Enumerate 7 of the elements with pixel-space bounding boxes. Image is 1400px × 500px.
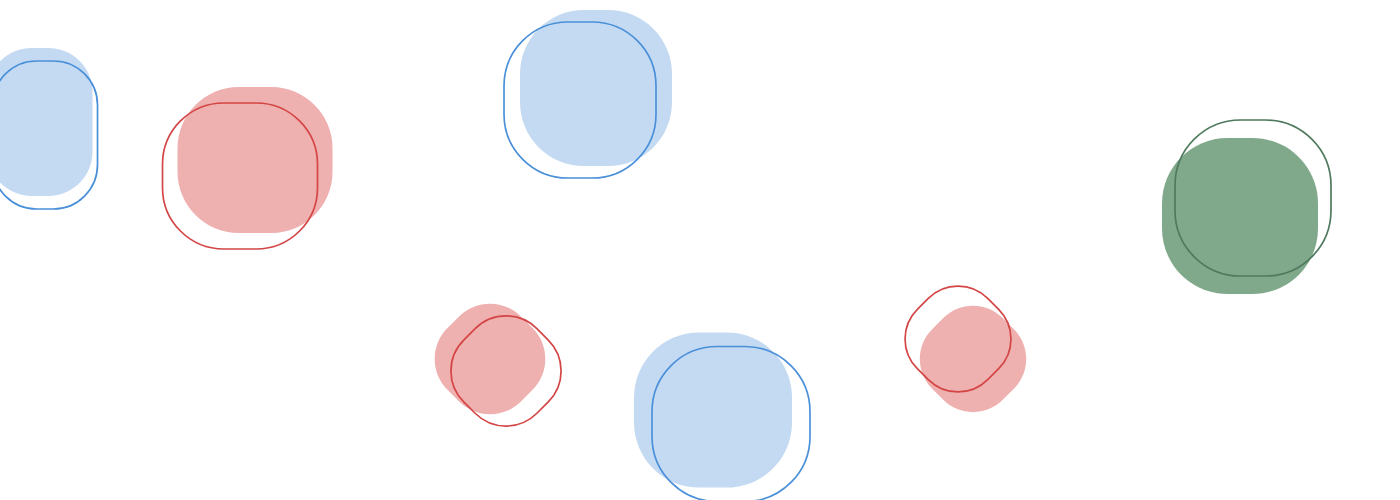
blob-shape <box>503 10 672 179</box>
blob-shape <box>634 332 811 500</box>
blob-shape <box>1162 119 1332 294</box>
blob-shape <box>0 48 99 210</box>
blob-shape <box>434 303 562 427</box>
blob-shape <box>161 87 333 250</box>
blob-shape <box>904 285 1027 413</box>
